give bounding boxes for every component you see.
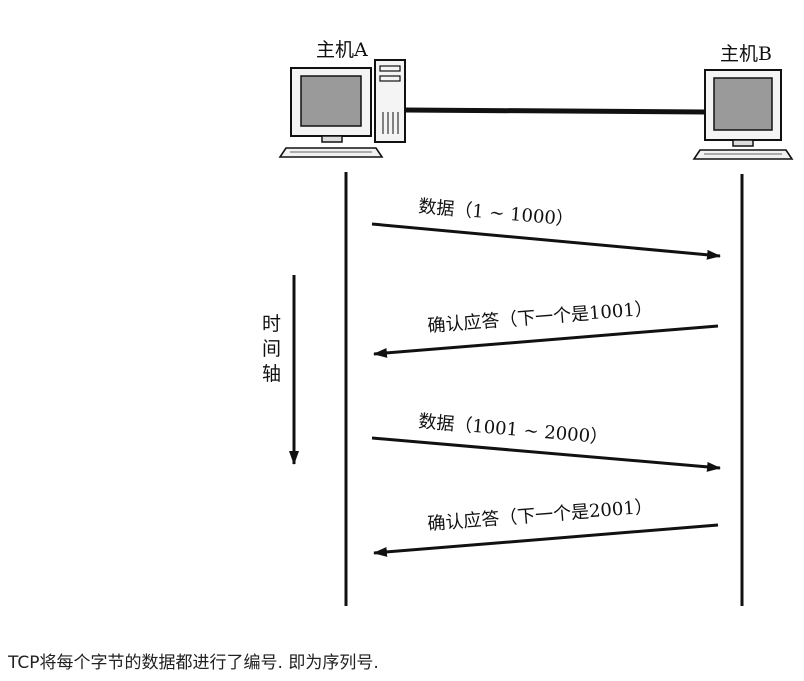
caption-text: TCP将每个字节的数据都进行了编号. 即为序列号. (8, 648, 379, 673)
ack-arrow (374, 525, 718, 553)
ack-label: 确认应答（下一个是2001） (427, 496, 654, 535)
host-a-label: 主机A (316, 39, 368, 61)
time-axis-label-char: 间 (262, 338, 281, 360)
network-cable (405, 110, 705, 112)
ack-label: 确认应答（下一个是1001） (427, 298, 654, 337)
host-b-computer-icon (694, 70, 792, 159)
host-b-label: 主机B (720, 43, 772, 65)
time-axis-label-char: 轴 (262, 363, 281, 385)
host-a-computer-icon (280, 60, 405, 157)
data-segment-label: 数据（1 ~ 1000） (418, 196, 575, 230)
tcp-sequence-diagram: 主机A 主机B 时 间 轴 数据（1 ~ 1000） 确认应答（下一个是1001… (0, 0, 804, 640)
ack-arrow (374, 326, 718, 354)
time-axis-label-char: 时 (262, 313, 281, 335)
data-segment-arrow (372, 224, 720, 256)
